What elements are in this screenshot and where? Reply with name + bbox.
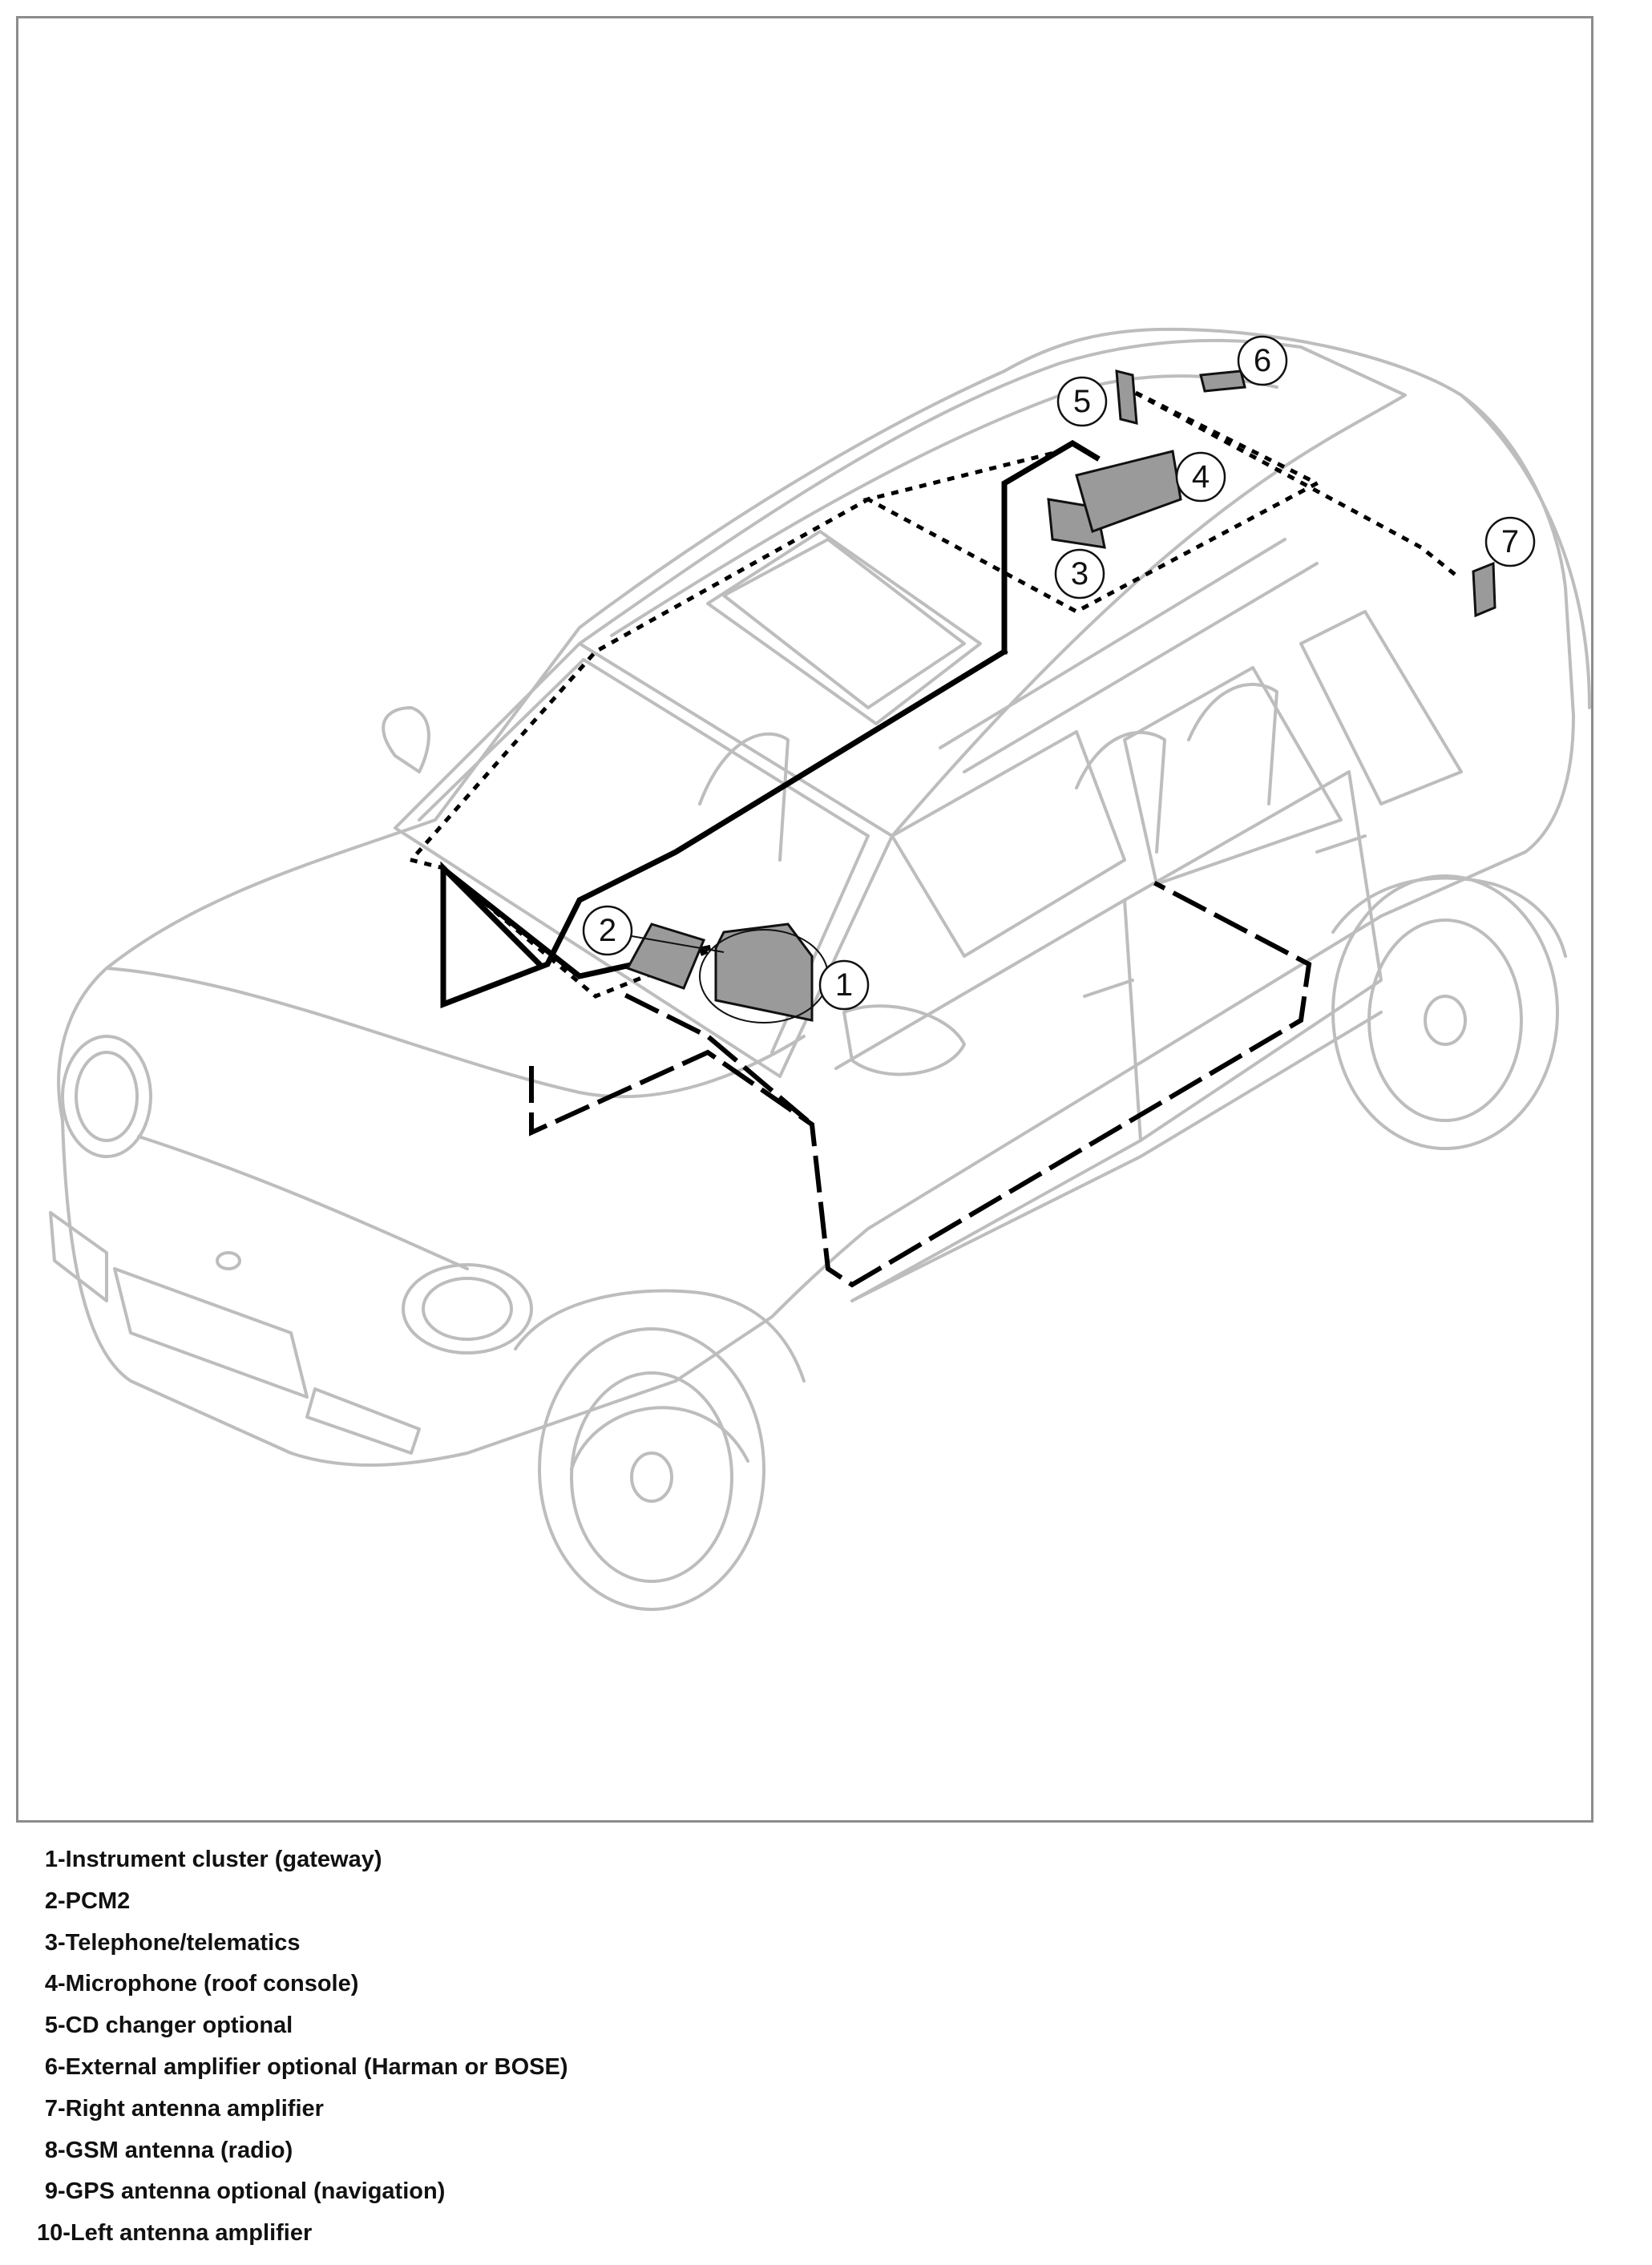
- callout-6: 6: [1237, 335, 1288, 386]
- svg-text:7: 7: [1501, 524, 1519, 559]
- legend-item: 7 - Right antenna amplifier: [37, 2096, 568, 2138]
- legend-item: 5 - CD changer optional: [37, 2013, 568, 2054]
- legend-item: 1 - Instrument cluster (gateway): [37, 1847, 568, 1888]
- cd-changer-shape: [1115, 369, 1138, 425]
- legend-label: Right antenna amplifier: [65, 2095, 324, 2122]
- diagram-frame: 1 2 3 4 5 6 7: [16, 16, 1593, 1823]
- svg-text:3: 3: [1071, 556, 1089, 591]
- callout-4: 4: [1175, 451, 1226, 503]
- legend-list: 1 - Instrument cluster (gateway) 2 - PCM…: [37, 1847, 568, 2262]
- legend-label: GPS antenna optional (navigation): [65, 2178, 446, 2205]
- callout-5: 5: [1056, 376, 1108, 427]
- svg-text:5: 5: [1073, 384, 1091, 419]
- wiring-lines: [407, 384, 1464, 1288]
- legend-label: Left antenna amplifier: [70, 2220, 313, 2247]
- legend-number: 10: [37, 2220, 63, 2247]
- legend-item: 10 - Left antenna amplifier: [37, 2220, 313, 2247]
- legend-item: 3 - Telephone/telematics: [37, 1930, 568, 1972]
- callout-3: 3: [1054, 548, 1105, 600]
- callout-1: 1: [818, 959, 870, 1011]
- legend-number: 6: [44, 2053, 58, 2080]
- legend-item: 8 - GSM antenna (radio): [37, 2138, 568, 2179]
- callout-7: 7: [1484, 516, 1536, 567]
- legend-item: 6 - External amplifier optional (Harman …: [37, 2054, 568, 2096]
- svg-text:4: 4: [1192, 459, 1210, 495]
- car-wiring-diagram: 1 2 3 4 5 6 7: [49, 327, 1591, 1611]
- svg-text:6: 6: [1254, 343, 1271, 378]
- amplifier-shape: [1199, 369, 1246, 393]
- legend-number: 7: [44, 2095, 58, 2122]
- legend-label: CD changer optional: [65, 2013, 293, 2039]
- dashed-wire: [529, 880, 1312, 1288]
- components: [625, 369, 1496, 1022]
- legend-number: 5: [44, 2013, 58, 2039]
- antenna-amplifier-shape: [1472, 561, 1496, 618]
- pcm2-shape: [625, 923, 706, 990]
- legend-number: 2: [44, 1888, 58, 1914]
- dotted-wire: [407, 384, 1464, 999]
- legend-label: PCM2: [65, 1888, 131, 1914]
- svg-text:2: 2: [599, 913, 616, 948]
- legend-number: 4: [44, 1971, 58, 1997]
- legend-item: 9 - GPS antenna optional (navigation): [37, 2178, 568, 2220]
- legend-number: 1: [44, 1847, 58, 1872]
- legend-label: Microphone (roof console): [65, 1971, 359, 1997]
- svg-text:1: 1: [835, 967, 853, 1003]
- solid-wire: [440, 439, 1101, 1009]
- legend-item: 4 - Microphone (roof console): [37, 1971, 568, 2013]
- legend-label: GSM antenna (radio): [65, 2137, 293, 2163]
- legend-label: Instrument cluster (gateway): [65, 1847, 382, 1872]
- legend-label: Telephone/telematics: [65, 1929, 301, 1956]
- microphone-box-shape: [1075, 450, 1182, 533]
- legend-number: 9: [44, 2178, 58, 2205]
- legend-number: 3: [44, 1929, 58, 1956]
- legend-item: 2 - PCM2: [37, 1888, 568, 1930]
- legend-number: 8: [44, 2137, 58, 2163]
- legend-label: External amplifier optional (Harman or B…: [65, 2053, 568, 2080]
- callout-2: 2: [582, 905, 633, 956]
- instrument-cluster-shape: [714, 923, 814, 1022]
- car-outline: [49, 327, 1591, 1611]
